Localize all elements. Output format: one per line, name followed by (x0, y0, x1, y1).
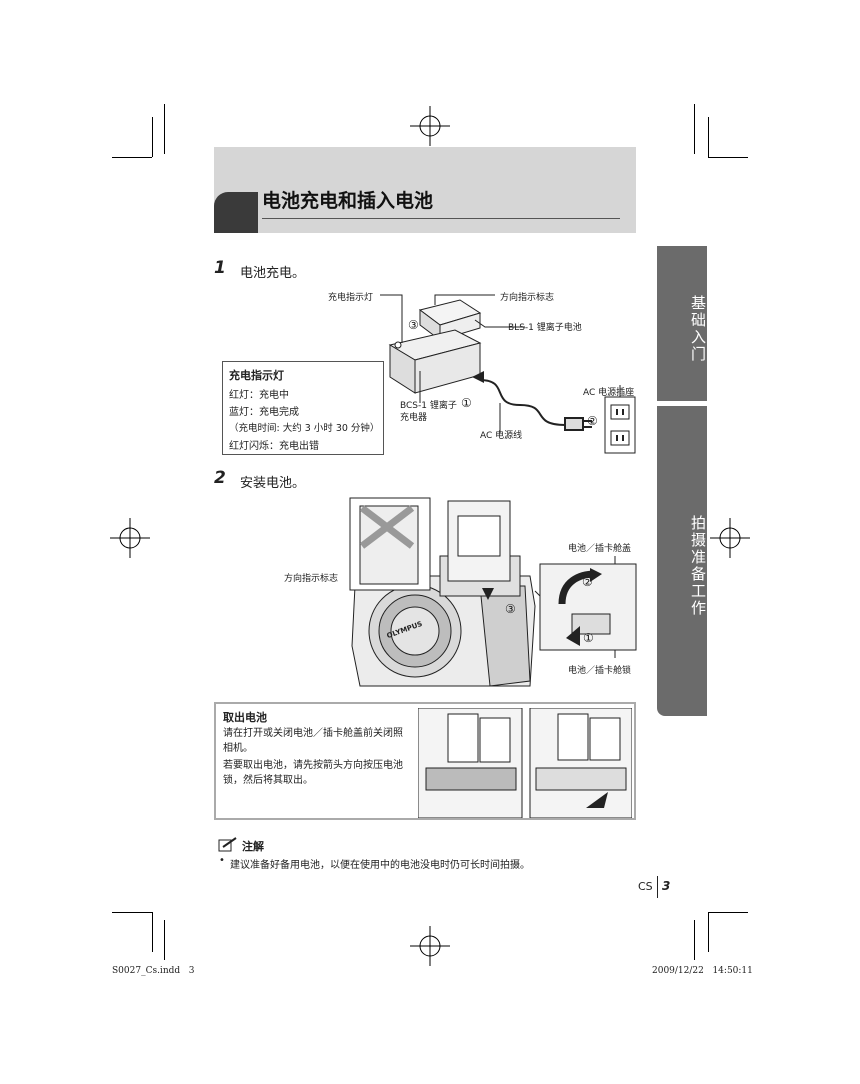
step2-marker-1: ① (583, 631, 594, 645)
step-2-number: 2 (214, 468, 226, 488)
info-box-line: （充电时间: 大约 3 小时 30 分钟） (229, 423, 380, 434)
label-charger-line1: BCS-1 锂离子 (400, 401, 457, 411)
slug-timestamp: 2009/12/22 14:50:11 (652, 966, 753, 976)
info-box-line: 蓝灯：充电完成 (229, 407, 299, 418)
title-underline (262, 218, 620, 219)
label-direction-mark-1: 方向指示标志 (500, 293, 555, 303)
footer-lang-code: CS (638, 880, 653, 893)
info-box-line: 红灯闪烁：充电出错 (229, 441, 319, 452)
power-cable-image (479, 379, 592, 431)
info-box-title: 充电指示灯 (229, 369, 284, 382)
side-tab-basics[interactable]: 基础入门 (657, 246, 707, 401)
note-pencil-icon (218, 837, 237, 852)
label-battery-cover: 电池／插卡舱盖 (568, 544, 632, 554)
battery-insert-image (447, 500, 511, 600)
charger-illustration (380, 294, 636, 454)
remove-box-title: 取出电池 (223, 711, 267, 724)
remove-battery-illustration (418, 708, 632, 818)
label-direction-mark-2: 方向指示标志 (284, 574, 339, 584)
leader-lines (380, 294, 621, 433)
footer-divider (657, 876, 658, 898)
battery-image (418, 299, 482, 341)
step1-marker-3: ③ (408, 318, 419, 332)
remove-box-para2: 若要取出电池，请先按箭头方向按压电池锁，然后将其取出。 (223, 760, 403, 786)
remove-box-para1: 请在打开或关闭电池／插卡舱盖前关闭照相机。 (223, 728, 403, 754)
label-charge-indicator: 充电指示灯 (328, 293, 374, 303)
section-header-tab (214, 192, 258, 233)
label-ac-outlet: AC 电源插座 (583, 388, 635, 398)
page-number: 3 (662, 879, 671, 893)
registration-mark-top (410, 106, 450, 146)
cover-lock-panel (539, 563, 637, 651)
charger-image (388, 329, 482, 394)
note-bullet-text: 建议准备好备用电池，以便在使用中的电池没电时仍可长时间拍摄。 (230, 860, 530, 871)
step2-marker-3: ③ (505, 602, 516, 616)
wrong-orientation-panel (349, 497, 431, 591)
step-2-text: 安装电池。 (240, 476, 306, 491)
step-1-number: 1 (214, 258, 226, 278)
step2-marker-2: ② (582, 575, 593, 589)
label-charger-line2: 充电器 (400, 413, 428, 423)
remove-battery-box: 取出电池 请在打开或关闭电池／插卡舱盖前关闭照相机。 若要取出电池，请先按箭头方… (214, 702, 636, 820)
charge-indicator-box: 充电指示灯 红灯：充电中 蓝灯：充电完成 （充电时间: 大约 3 小时 30 分… (222, 361, 384, 455)
step1-marker-2: ② (587, 414, 598, 428)
camera-body-image (351, 555, 536, 687)
info-box-line: 红灯：充电中 (229, 390, 289, 401)
page-title: 电池充电和插入电池 (262, 190, 434, 212)
step1-marker-1: ① (461, 396, 472, 410)
note-title: 注解 (242, 840, 264, 853)
outlet-image (604, 396, 636, 454)
registration-mark-right (710, 518, 750, 558)
camera-battery-illustration (349, 497, 637, 687)
slug-filename: S0027_Cs.indd 3 (112, 966, 195, 976)
note-bullet-dot: • (219, 855, 225, 866)
registration-mark-bottom (410, 926, 450, 966)
insert-arrow-icon (472, 371, 484, 383)
side-tab-shooting-prep[interactable]: 拍摄准备工作 (657, 406, 707, 716)
label-ac-cable: AC 电源线 (480, 431, 523, 441)
label-battery-lock: 电池／插卡舱锁 (568, 666, 632, 676)
step-1-text: 电池充电。 (240, 266, 306, 281)
label-battery: BLS-1 锂离子电池 (508, 323, 582, 333)
registration-mark-left (110, 518, 150, 558)
